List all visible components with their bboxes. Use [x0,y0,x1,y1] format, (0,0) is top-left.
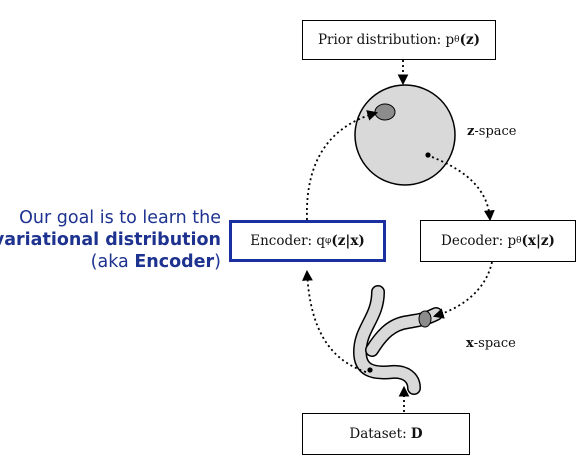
goal-line-3: (aka Encoder) [0,251,221,273]
prior-subscript: θ [454,35,460,45]
z-space-sphere [354,84,456,186]
x-space-label: x-space [466,336,516,351]
encoder-subscript: φ [325,236,332,246]
goal-line-3-bold: Encoder [134,252,215,272]
x-space-manifold [352,285,443,395]
z-space-symbol: z [467,124,475,139]
encoder-argument: (z|x) [331,233,365,249]
goal-line-2: variational distribution [0,230,221,250]
dataset-symbol: D [410,426,423,442]
latent-sphere [354,84,456,186]
latent-sample-point [425,152,431,158]
goal-line-3-pre: (aka [90,252,135,272]
dataset-label: Dataset: [349,426,411,442]
manifold-fill-a [354,286,420,394]
goal-line-3-post: ) [214,252,221,272]
encoder-label: Encoder: q [250,233,326,249]
goal-line-1: Our goal is to learn the [19,208,221,228]
goal-annotation: Our goal is to learn the variational dis… [0,207,221,273]
posterior-blob [374,103,396,121]
z-space-text: -space [474,124,517,139]
decoder-to-x-arrow [432,261,493,319]
z-space-label: z-space [467,124,517,139]
prior-argument: (z) [459,32,481,48]
x-space-symbol: x [466,336,474,351]
prior-label: Prior distribution: p [317,32,455,48]
decoder-label: Decoder: p [441,233,517,249]
z-to-decoder-arrow [431,156,495,222]
x-space-text: -space [473,336,516,351]
decoder-subscript: θ [516,236,522,246]
x-to-encoder-arrow [302,269,367,373]
dataset-box: Dataset: D [302,413,470,455]
decoder-argument: (x|z) [521,233,555,249]
likelihood-blob [418,310,432,328]
data-sample-point [367,367,373,373]
